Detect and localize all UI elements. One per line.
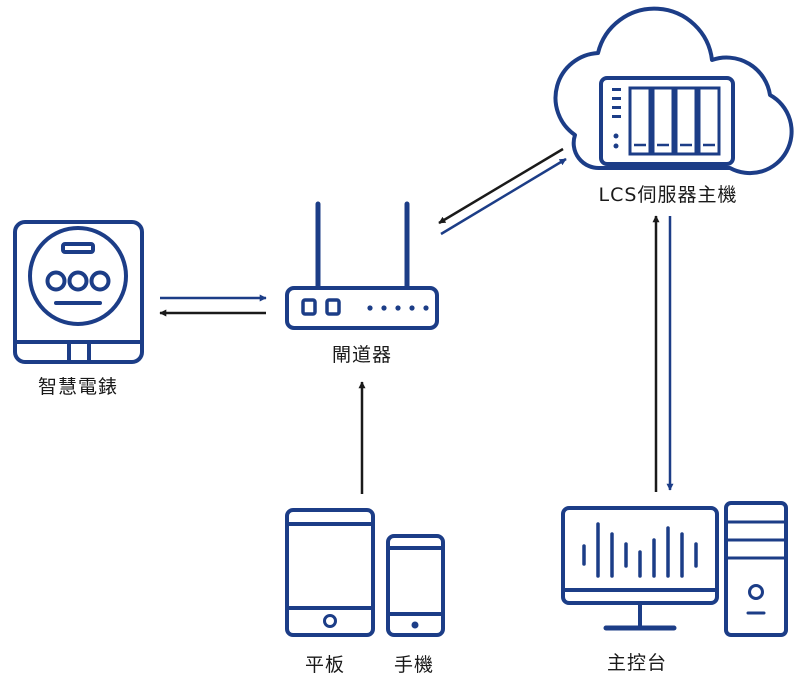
smart-meter-icon <box>13 220 144 364</box>
server-label: LCS伺服器主機 <box>598 184 738 206</box>
gateway-label: 閘道器 <box>331 344 393 366</box>
desktop-computer-icon <box>561 501 788 637</box>
router-icon <box>285 201 439 330</box>
phone-label: 手機 <box>393 654 435 676</box>
phone-icon <box>386 534 445 637</box>
tablet-label: 平板 <box>304 654 346 676</box>
smart-meter-label: 智慧電錶 <box>37 376 119 398</box>
cloud-server-icon <box>553 6 794 176</box>
arrow-gateway-to-server <box>440 157 567 236</box>
console-label: 主控台 <box>606 652 668 674</box>
arrow-server-to-gateway <box>438 147 564 225</box>
tablet-icon <box>285 508 375 637</box>
